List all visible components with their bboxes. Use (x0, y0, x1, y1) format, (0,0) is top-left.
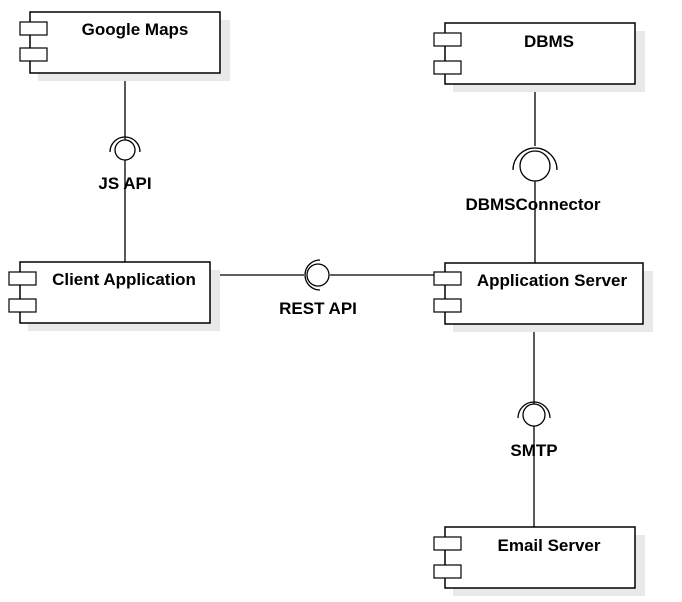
component-label: Google Maps (82, 20, 189, 39)
component-port-icon (433, 298, 462, 313)
component-box (19, 261, 211, 324)
interface-smtp[interactable]: SMTP (510, 401, 558, 460)
component-google-maps[interactable]: Google Maps (19, 11, 230, 81)
component-label: Client Application (52, 270, 196, 289)
component-box (29, 11, 221, 74)
component-label: Application Server (477, 271, 628, 290)
component-port-icon (8, 271, 37, 286)
component-port-icon (433, 564, 462, 579)
interface-rest-api[interactable]: REST API (279, 259, 357, 318)
component-dbms[interactable]: DBMS (433, 22, 645, 92)
required-interface-socket-icon (304, 259, 321, 291)
component-port-icon (8, 298, 37, 313)
component-port-icon (19, 21, 48, 36)
component-box (444, 526, 636, 589)
interface-label: JS API (98, 174, 151, 193)
interface-label: REST API (279, 299, 357, 318)
required-interface-socket-icon (517, 401, 551, 419)
component-port-icon (433, 32, 462, 47)
component-port-icon (433, 60, 462, 75)
component-port-icon (433, 536, 462, 551)
required-interface-socket-icon (512, 147, 558, 171)
component-port-icon (19, 47, 48, 62)
component-box (444, 22, 636, 85)
interface-dbms-connector[interactable]: DBMSConnector (465, 147, 601, 214)
component-application-server[interactable]: Application Server (433, 262, 653, 332)
component-box (444, 262, 644, 325)
component-label: Email Server (497, 536, 600, 555)
required-interface-socket-icon (109, 136, 141, 153)
component-port-icon (433, 271, 462, 286)
provided-interface-ball-icon (114, 139, 136, 161)
component-label: DBMS (524, 32, 574, 51)
provided-interface-ball-icon (522, 403, 546, 427)
provided-interface-ball-icon (519, 150, 551, 182)
interface-js-api[interactable]: JS API (98, 136, 152, 193)
interface-label: DBMSConnector (465, 195, 600, 214)
component-email-server[interactable]: Email Server (433, 526, 645, 596)
provided-interface-ball-icon (306, 263, 330, 287)
interface-label: SMTP (510, 441, 557, 460)
component-client-application[interactable]: Client Application (8, 261, 220, 331)
